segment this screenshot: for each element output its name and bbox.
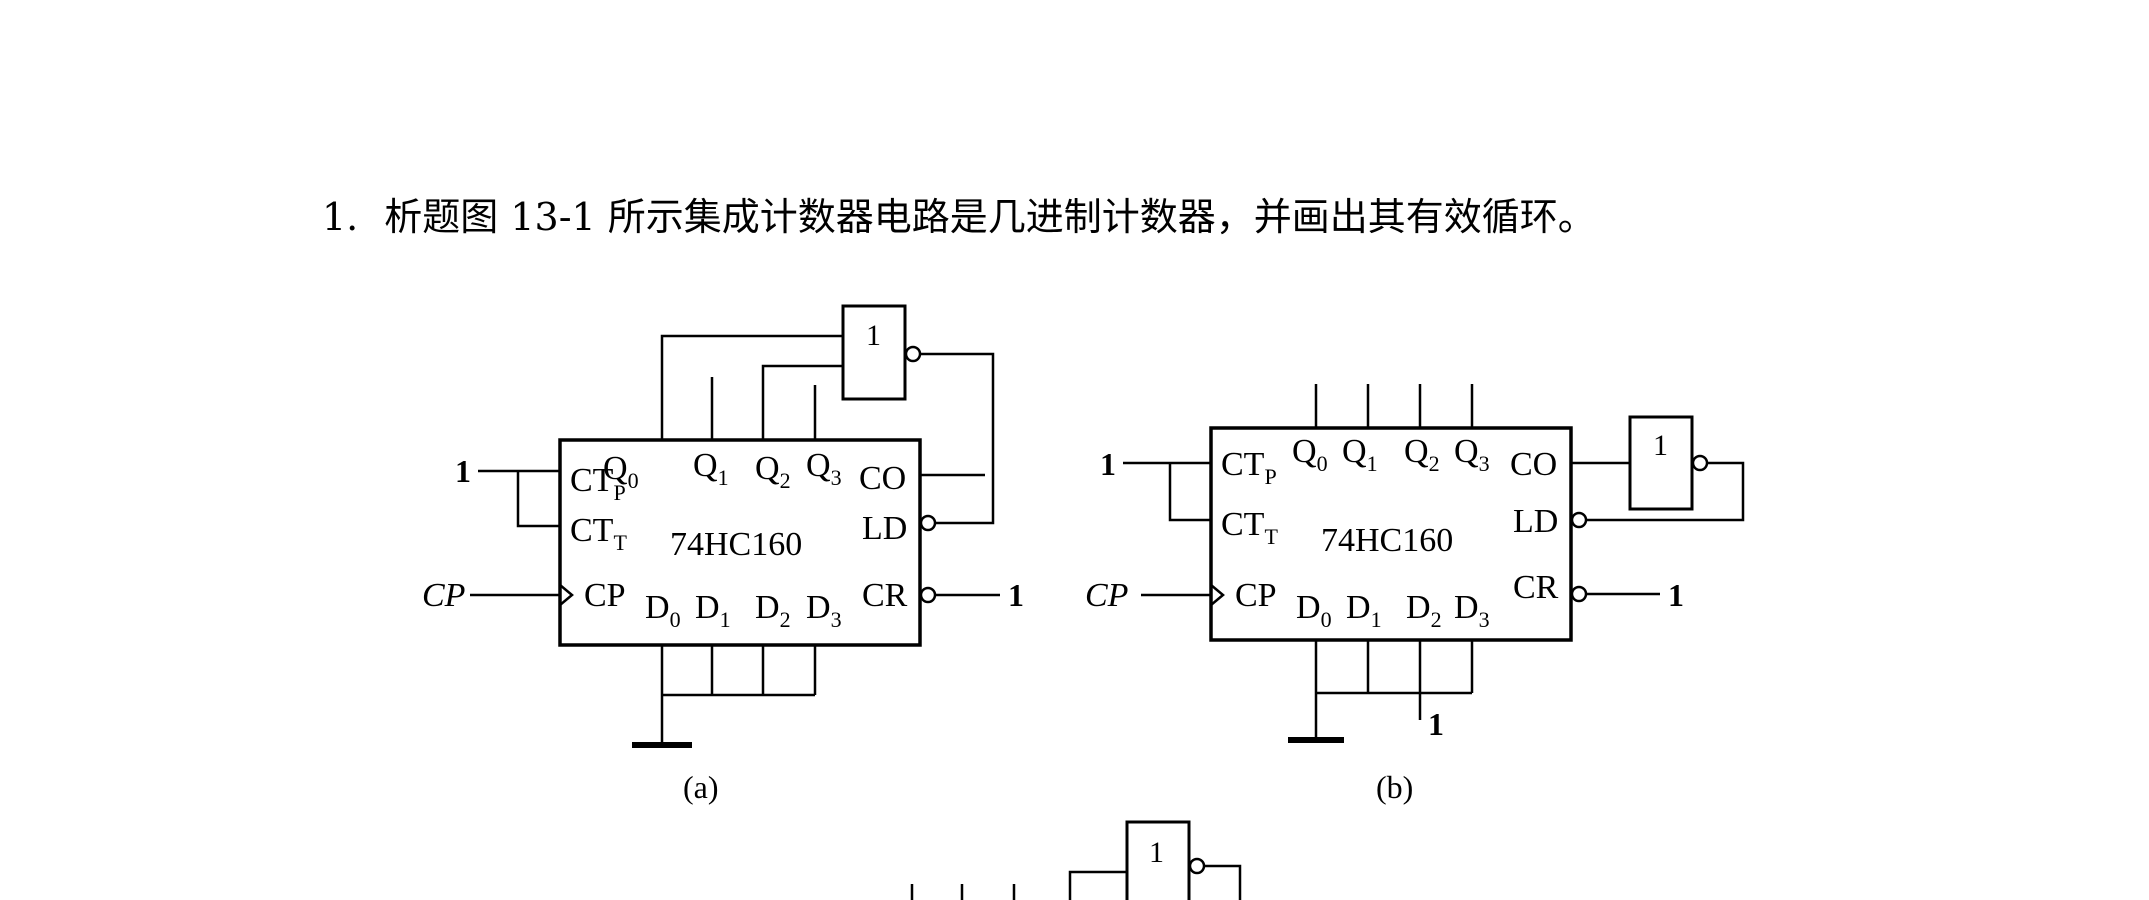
- pin-ctt-a: CTT: [570, 512, 627, 555]
- logic-one-d3-b: 1: [1428, 706, 1444, 742]
- circuit-c-partial: 1: [910, 820, 1242, 900]
- pin-d2-b: D2: [1406, 589, 1442, 632]
- cr-bubble-b: [1570, 585, 1588, 603]
- logic-one-ctp-a: 1: [455, 453, 471, 489]
- pin-d3-a: D3: [806, 589, 842, 632]
- circuit-a: CTP CTT CP Q0 Q1 Q2 Q3 CO LD CR 74HC160 …: [422, 304, 1024, 805]
- pin-co-b: CO: [1510, 446, 1557, 483]
- wire-q-stubs-c: [910, 884, 1016, 900]
- wire-gate-to-ld-b: [1586, 461, 1745, 522]
- pin-cp-b: CP: [1235, 577, 1277, 614]
- pin-ld-a: LD: [862, 510, 907, 547]
- wire-q-stubs-b: [1314, 384, 1474, 428]
- wire-gate-to-ld-a: [920, 352, 995, 525]
- question-number: 1.: [322, 195, 359, 239]
- question-text: 1. 析题图 13-1 所示集成计数器电路是几进制计数器，并画出其有效循环。: [322, 186, 1596, 241]
- logic-one-ctp-b: 1: [1100, 446, 1116, 482]
- question-body: 析题图 13-1 所示集成计数器电路是几进制计数器，并画出其有效循环。: [384, 195, 1596, 239]
- wire-gate-out-c: [1204, 864, 1242, 900]
- wire-ct-b: [1123, 461, 1211, 522]
- wire-cp-b: [1141, 584, 1225, 606]
- pin-ctt-b: CTT: [1221, 506, 1278, 549]
- pin-d1-a: D1: [695, 589, 731, 632]
- logic-one-cr-a: 1: [1008, 577, 1024, 613]
- wire-cp-a: [470, 584, 574, 606]
- pin-ctp-a: CTP: [570, 462, 626, 505]
- wire-d3-b: [1418, 640, 1474, 720]
- pin-ld-b: LD: [1513, 503, 1558, 540]
- ld-bubble-a: [919, 514, 937, 532]
- pin-q3-b: Q3: [1454, 433, 1490, 476]
- caption-b: (b): [1376, 769, 1413, 805]
- pin-d2-a: D2: [755, 589, 791, 632]
- cr-bubble-a: [919, 586, 937, 604]
- counter-chip-a: [558, 438, 922, 647]
- pin-q3-a: Q3: [806, 447, 842, 490]
- pin-q1-b: Q1: [1342, 433, 1378, 476]
- pin-cp-a: CP: [584, 577, 626, 614]
- clock-input-b: CP: [1085, 577, 1128, 614]
- circuit-b: CTP CTT CP Q0 Q1 Q2 Q3 CO LD CR 74HC160 …: [1085, 384, 1745, 805]
- wire-q-feedback-a: [660, 334, 843, 440]
- pin-d1-b: D1: [1346, 589, 1382, 632]
- chip-name-a: 74HC160: [670, 526, 802, 563]
- counter-chip-b: [1209, 426, 1573, 642]
- pin-d0-a: D0: [645, 589, 681, 632]
- wire-q-stubs-a: [710, 377, 817, 440]
- gate-label-c: 1: [1149, 836, 1164, 869]
- pin-q0-b: Q0: [1292, 433, 1328, 476]
- chip-name-b: 74HC160: [1321, 522, 1453, 559]
- not-gate-b: [1628, 415, 1694, 511]
- clock-input-a: CP: [422, 577, 465, 614]
- pin-co-a: CO: [859, 460, 906, 497]
- not-gate-bubble-c: [1188, 857, 1206, 875]
- pin-q2-b: Q2: [1404, 433, 1440, 476]
- pin-d0-b: D0: [1296, 589, 1332, 632]
- caption-a: (a): [683, 769, 719, 805]
- pin-q2-a: Q2: [755, 450, 791, 493]
- wire-d-ground-b: [1314, 640, 1422, 740]
- wire-gate-in-c: [1068, 870, 1127, 900]
- ld-bubble-b: [1570, 511, 1588, 529]
- pin-q1-a: Q1: [693, 447, 729, 490]
- pin-cr-b: CR: [1513, 569, 1559, 606]
- not-gate-bubble-a: [904, 345, 922, 363]
- gate-label-a: 1: [866, 319, 881, 352]
- wire-ct-a: [478, 469, 560, 528]
- pin-d3-b: D3: [1454, 589, 1490, 632]
- logic-one-cr-b: 1: [1668, 577, 1684, 613]
- pin-cr-a: CR: [862, 577, 908, 614]
- not-gate-bubble-b: [1691, 454, 1709, 472]
- gate-label-b: 1: [1653, 429, 1668, 462]
- wire-d-ground-a: [660, 645, 817, 745]
- pin-ctp-b: CTP: [1221, 446, 1277, 489]
- pin-q0-a: Q0: [603, 450, 639, 493]
